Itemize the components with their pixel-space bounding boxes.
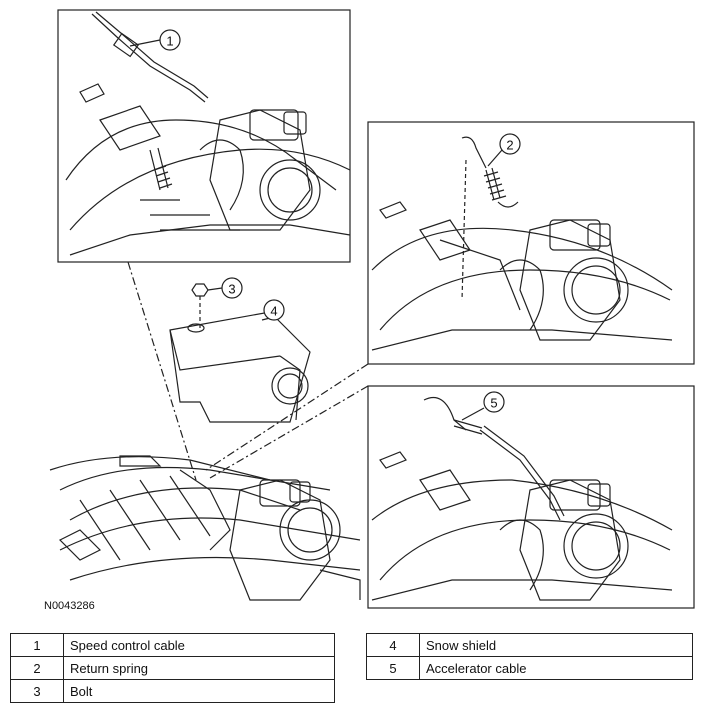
- callout-2-bubble: [499, 133, 521, 155]
- detail-accelerator-drawing: [371, 396, 673, 601]
- callout-2-number: 2: [506, 138, 513, 153]
- detail-frame-accelerator: [367, 385, 695, 609]
- legend-number: 2: [10, 656, 64, 680]
- callout-1-number: 1: [166, 34, 173, 49]
- legend-label: Speed control cable: [63, 633, 335, 657]
- legend-row: 1 Speed control cable: [10, 633, 335, 657]
- legend-number: 3: [10, 679, 64, 703]
- callout-3-bubble: [221, 277, 243, 299]
- legend-number: 1: [10, 633, 64, 657]
- detail-frame-speed-control: [57, 9, 351, 263]
- legend-label: Snow shield: [419, 633, 693, 657]
- legend-row: 5 Accelerator cable: [366, 656, 693, 680]
- callout-5-bubble: [483, 391, 505, 413]
- figure-code: N0043286: [44, 600, 95, 612]
- detail-return-spring-drawing: [371, 136, 673, 351]
- legend-row: 3 Bolt: [10, 679, 335, 703]
- legend-label: Accelerator cable: [419, 656, 693, 680]
- callout-4-number: 4: [270, 304, 277, 319]
- legend-table-left: 1 Speed control cable 2 Return spring 3 …: [10, 633, 335, 703]
- detail-frame-return-spring: [367, 121, 695, 365]
- legend-row: 2 Return spring: [10, 656, 335, 680]
- exploded-view-illustration: 1 2 3 4 5: [49, 9, 695, 609]
- engine-intake-drawing: [49, 455, 361, 601]
- legend-row: 4 Snow shield: [366, 633, 693, 657]
- callout-3-number: 3: [228, 282, 235, 297]
- legend-table-right: 4 Snow shield 5 Accelerator cable: [366, 633, 693, 680]
- callout-4-bubble: [263, 299, 285, 321]
- leader-lines: [127, 261, 369, 481]
- snow-shield-drawing: [169, 311, 311, 423]
- legend-number: 4: [366, 633, 420, 657]
- callout-5-number: 5: [490, 396, 497, 411]
- callout-1-bubble: [159, 29, 181, 51]
- legend-label: Bolt: [63, 679, 335, 703]
- legend-number: 5: [366, 656, 420, 680]
- detail-speed-control-drawing: [65, 11, 351, 256]
- legend-label: Return spring: [63, 656, 335, 680]
